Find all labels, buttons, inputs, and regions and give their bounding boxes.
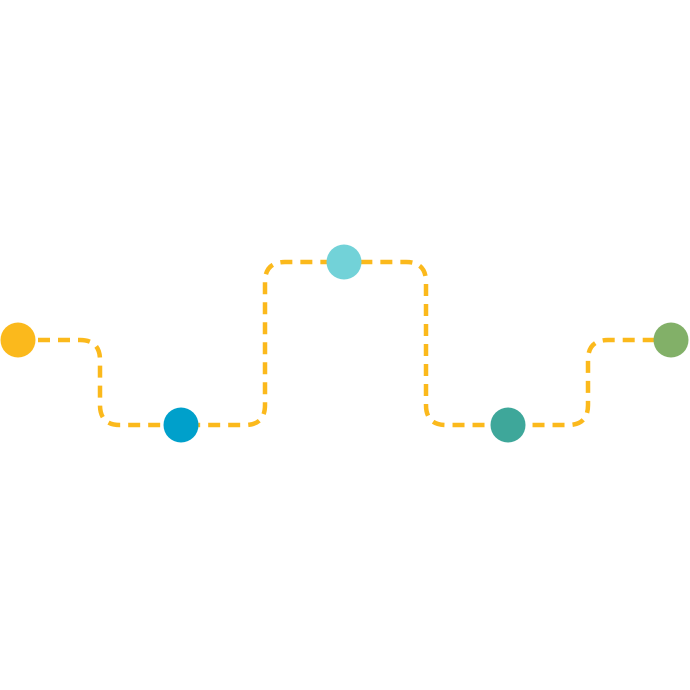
dashed-connector-path bbox=[18, 259, 671, 428]
timeline-node-3 bbox=[326, 244, 362, 280]
nodes-layer bbox=[0, 244, 689, 443]
timeline-node-5 bbox=[653, 322, 689, 358]
timeline-node-4 bbox=[490, 407, 526, 443]
timeline-node-1 bbox=[0, 322, 36, 358]
timeline-node-2 bbox=[163, 407, 199, 443]
